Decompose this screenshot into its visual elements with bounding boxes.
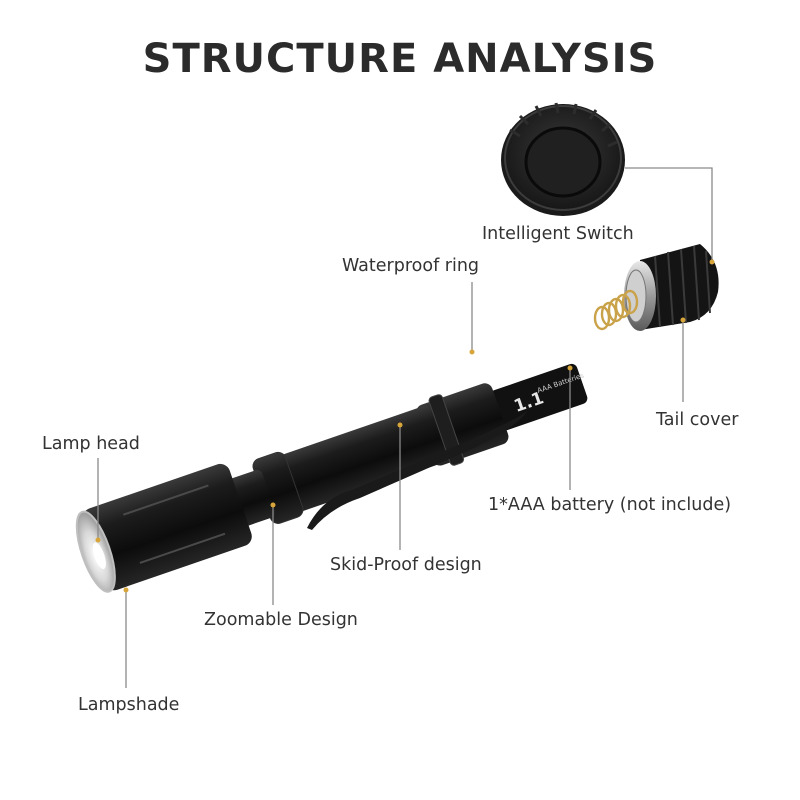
spring-icon xyxy=(593,289,639,331)
leader-lines xyxy=(97,167,713,688)
callout-dots xyxy=(95,259,715,593)
switch-cap-icon xyxy=(501,102,625,216)
label-battery: 1*AAA battery (not include) xyxy=(488,495,732,515)
diagram-title: STRUCTURE ANALYSIS xyxy=(142,36,658,82)
label-tail-cover: Tail cover xyxy=(656,410,739,430)
leader-switch xyxy=(625,167,713,262)
label-intelligent-switch: Intelligent Switch xyxy=(482,224,634,244)
label-waterproof-ring: Waterproof ring xyxy=(342,256,480,276)
flashlight-body-icon: 1.1 AAA Batteries xyxy=(75,363,588,593)
label-lamp-head: Lamp head xyxy=(42,434,140,454)
label-zoomable-design: Zoomable Design xyxy=(204,610,358,630)
label-skid-proof: Skid-Proof design xyxy=(330,555,482,575)
tail-cover-icon xyxy=(624,244,719,331)
pocket-clip-icon xyxy=(307,410,528,530)
label-lampshade: Lampshade xyxy=(78,695,180,715)
